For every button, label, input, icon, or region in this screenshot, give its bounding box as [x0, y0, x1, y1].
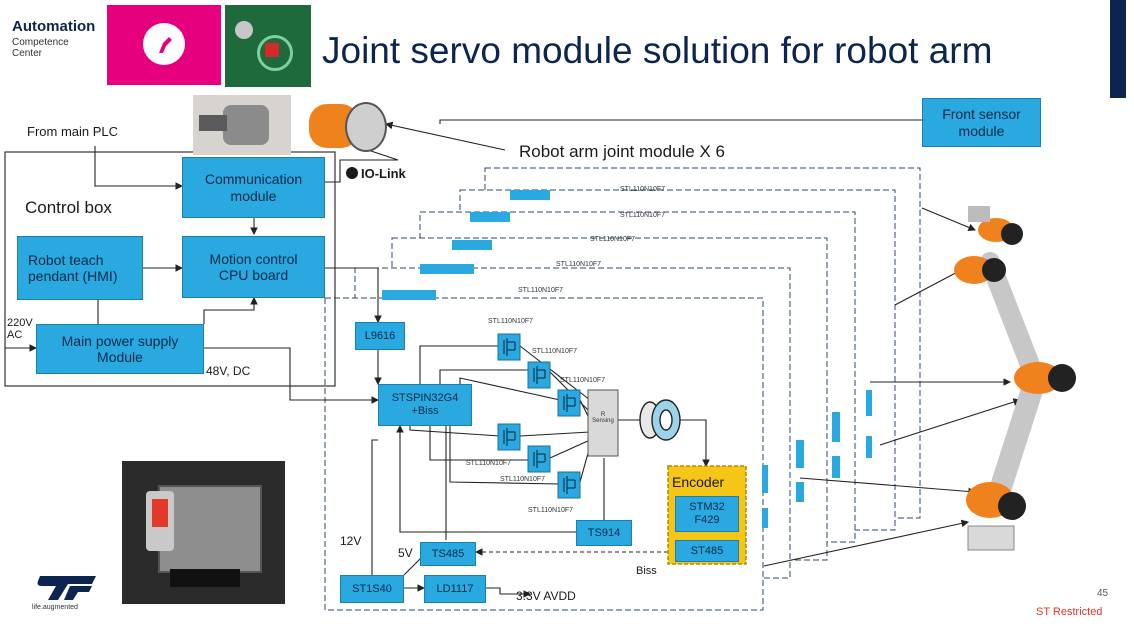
stm32-f429-block: STM32 F429	[675, 496, 739, 532]
joint-module-label: Robot arm joint module X 6	[519, 142, 725, 161]
5v-label: 5V	[398, 546, 413, 560]
l9616-block: L9616	[355, 322, 405, 350]
motor-photo	[193, 95, 291, 155]
fet-label-1: STL110N10F7	[488, 318, 534, 325]
main-power-supply-module: Main power supply Module	[36, 324, 204, 374]
layer-caption-2: STL110N10F7	[620, 212, 666, 219]
3v3-avdd-label: 3.3V AVDD	[516, 589, 576, 603]
biss-label: Biss	[636, 565, 657, 577]
communication-module: Communication module	[182, 157, 325, 218]
brand-logo	[107, 5, 221, 85]
layer-caption-3: STL110N10F7	[590, 236, 636, 243]
front-sensor-module: Front sensor module	[922, 98, 1041, 147]
ts914-block: TS914	[576, 520, 632, 546]
pcb-photo	[225, 5, 311, 87]
ac-input-label: 220V AC	[7, 317, 33, 342]
title-accent-bar	[1110, 0, 1126, 98]
motor-icon	[639, 399, 681, 441]
from-main-plc-label: From main PLC	[27, 124, 119, 139]
sensing-label: R Sensing	[592, 412, 614, 424]
ld1117-block: LD1117	[424, 575, 486, 603]
brand-subtitle-2: Center	[12, 48, 43, 59]
brand-block: Automation Competence Center	[12, 18, 107, 59]
joint-module-photo	[305, 96, 387, 156]
dc-output-label: 48V, DC	[206, 364, 251, 378]
io-link-label: IO-Link	[346, 166, 406, 181]
layer-caption-1: STL110N10F7	[620, 186, 666, 193]
fet-label-4: STL110N10F7	[466, 460, 512, 467]
control-box-label: Control box	[25, 198, 112, 217]
st-logo-icon	[34, 574, 100, 602]
page-number: 45	[1097, 588, 1109, 599]
robot-teach-pendant: Robot teach pendant (HMI)	[17, 236, 143, 300]
fet-label-3: STL110N10F7	[560, 377, 606, 384]
classification-label: ST Restricted	[1036, 606, 1103, 618]
motion-control-cpu-board: Motion control CPU board	[182, 236, 325, 298]
ts485-block: TS485	[420, 542, 476, 566]
layer-caption-5: STL110N10F7	[518, 287, 564, 294]
brand-title: Automation	[12, 18, 96, 35]
fet-label-2: STL110N10F7	[532, 348, 578, 355]
control-box-photo	[122, 461, 285, 604]
stspin32g4-block: STSPIN32G4 +Biss	[378, 384, 472, 426]
robot-logo-icon	[143, 23, 185, 65]
logo-caption: life.augmented	[32, 604, 78, 611]
12v-label: 12V	[340, 534, 362, 548]
st1s40-block: ST1S40	[340, 575, 404, 603]
fet-label-6: STL110N10F7	[528, 507, 574, 514]
io-link-icon	[346, 167, 358, 179]
fet-label-5: STL110N10F7	[500, 476, 546, 483]
robot-arm-illustration	[940, 200, 1130, 560]
encoder-label: Encoder	[672, 474, 725, 490]
layer-caption-4: STL110N10F7	[556, 261, 602, 268]
brand-subtitle-1: Competence	[12, 37, 69, 48]
st485-encoder-block: ST485	[675, 540, 739, 562]
page-title: Joint servo module solution for robot ar…	[322, 30, 993, 71]
